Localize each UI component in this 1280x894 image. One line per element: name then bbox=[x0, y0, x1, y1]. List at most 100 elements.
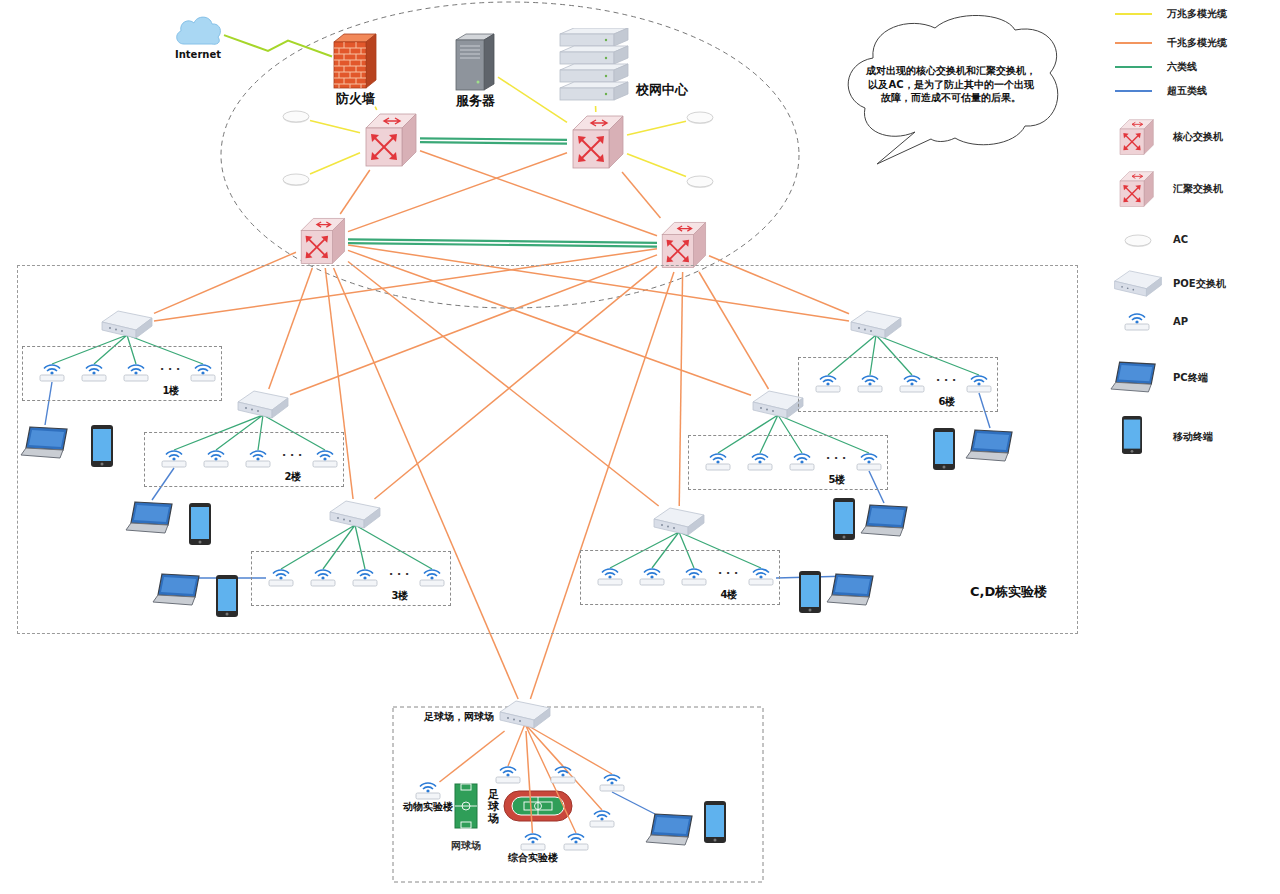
cat5e-cable bbox=[979, 393, 990, 428]
poe-switch-icon bbox=[751, 389, 805, 421]
ap-icon bbox=[598, 569, 622, 585]
legend-entry: AP bbox=[1173, 316, 1188, 328]
ap-icon bbox=[857, 454, 881, 470]
node-label: 5楼 bbox=[829, 474, 846, 486]
poe-switch-glyph bbox=[102, 311, 152, 338]
poe-switch-glyph bbox=[654, 508, 704, 535]
legend-sample-icon bbox=[1115, 271, 1162, 296]
aggregation-switch-glyph bbox=[301, 218, 344, 263]
cable-link bbox=[526, 731, 532, 833]
ap-node-icon bbox=[518, 833, 548, 851]
label-anchor: · · · bbox=[826, 452, 846, 465]
poe-switch bbox=[849, 309, 903, 341]
firewall-icon-glyph bbox=[334, 34, 376, 88]
ac-controller bbox=[282, 110, 310, 124]
poe-switch-glyph bbox=[753, 391, 803, 418]
label-anchor: 足球场 bbox=[488, 789, 499, 825]
floor-group: 4楼 bbox=[580, 550, 780, 605]
cable-path bbox=[375, 107, 377, 110]
building-zone: C,D栋实验楼1楼2楼3楼4楼5楼6楼 bbox=[17, 265, 1078, 634]
cable-link bbox=[334, 268, 519, 699]
ap-icon bbox=[900, 376, 924, 392]
label-anchor: · · · bbox=[389, 568, 409, 581]
cat5e-cable bbox=[45, 382, 52, 425]
server-icon: 服务器 bbox=[452, 32, 498, 109]
cable-link bbox=[375, 107, 377, 110]
firewall-icon-icon bbox=[332, 32, 378, 90]
ap-node-glyph bbox=[521, 834, 545, 850]
node-label: 综合实验楼 bbox=[508, 851, 558, 864]
cable-path bbox=[310, 120, 360, 132]
core-switch bbox=[567, 112, 627, 172]
core-switch-icon bbox=[360, 110, 420, 170]
cable-link bbox=[622, 172, 660, 218]
legend-text: POE交换机 bbox=[1173, 278, 1226, 290]
ap-icon bbox=[353, 570, 377, 586]
ac-controller bbox=[686, 111, 714, 125]
aggregation-switch-glyph bbox=[662, 222, 705, 267]
cable-link bbox=[348, 261, 659, 506]
ap-icon bbox=[162, 451, 186, 467]
poe-switch-icon bbox=[236, 389, 290, 421]
area-label: · · · bbox=[160, 363, 180, 376]
pc-terminal bbox=[966, 430, 1012, 461]
ap-icon bbox=[790, 454, 814, 470]
legend-entry: AC bbox=[1173, 234, 1188, 246]
ap-icon bbox=[269, 570, 293, 586]
ap-icon bbox=[640, 569, 664, 585]
ac-controller-glyph bbox=[687, 112, 713, 124]
server-icon-glyph bbox=[456, 34, 494, 90]
ap-icon bbox=[682, 569, 706, 585]
cable-inner bbox=[420, 140, 567, 141]
poe-switch bbox=[236, 389, 290, 421]
cable-link bbox=[530, 272, 674, 699]
ap-icon bbox=[496, 767, 520, 783]
area-label: 网球场 bbox=[451, 840, 481, 852]
ap-icon bbox=[420, 570, 444, 586]
poe-switch-icon bbox=[652, 506, 706, 538]
campus-center-icon-icon bbox=[556, 28, 632, 106]
legend-text: 超五类线 bbox=[1167, 85, 1207, 97]
cable-path bbox=[530, 272, 674, 699]
poe-switch-icon bbox=[100, 309, 154, 341]
legend-text: 汇聚交换机 bbox=[1173, 183, 1223, 195]
callout-cloud: 成对出现的核心交换机和汇聚交换机，以及AC，是为了防止其中的一个出现故障，而造成… bbox=[835, 8, 1067, 168]
legend-entry: 六类线 bbox=[1167, 61, 1197, 73]
pc-terminal bbox=[861, 505, 907, 536]
ac-controller bbox=[282, 173, 310, 187]
ap-node-glyph bbox=[416, 783, 440, 799]
cable-path bbox=[348, 261, 659, 506]
cat5e-cable bbox=[612, 792, 655, 814]
legend-entry: 移动终端 bbox=[1173, 431, 1213, 443]
legend-sample-line bbox=[1115, 13, 1152, 15]
ap-icon bbox=[204, 451, 228, 467]
legend-sample-icon bbox=[1111, 362, 1155, 392]
cable-path bbox=[439, 731, 504, 782]
node-label: 服务器 bbox=[456, 92, 495, 109]
legend-sample-icon bbox=[1122, 416, 1142, 454]
cable-path bbox=[290, 255, 657, 395]
aggregation-switch-icon bbox=[657, 218, 709, 272]
mobile-terminal bbox=[189, 503, 211, 545]
poe-switch-glyph bbox=[238, 391, 288, 418]
cable-outer bbox=[348, 241, 657, 244]
cable-path bbox=[699, 272, 768, 389]
ap-icon bbox=[706, 454, 730, 470]
cable-path bbox=[622, 172, 660, 218]
aggregation-switch-icon bbox=[296, 214, 348, 268]
legend-entry: 千兆多模光缆 bbox=[1167, 37, 1227, 49]
cable-link bbox=[290, 255, 657, 395]
legend-text: 万兆多模光缆 bbox=[1167, 8, 1227, 20]
cable-link bbox=[340, 170, 370, 214]
cable-link bbox=[595, 106, 596, 112]
ap-icon bbox=[748, 454, 772, 470]
ap-icon bbox=[82, 365, 106, 381]
cable-path bbox=[595, 106, 597, 112]
cable-link bbox=[420, 140, 567, 141]
campus-center-icon: 校网中心 bbox=[556, 28, 688, 106]
ac-controller-glyph bbox=[283, 174, 309, 186]
mobile-terminal bbox=[833, 498, 855, 540]
cat6-fan bbox=[718, 415, 869, 453]
poe-switch-glyph bbox=[330, 501, 380, 528]
ap-icon bbox=[749, 569, 773, 585]
